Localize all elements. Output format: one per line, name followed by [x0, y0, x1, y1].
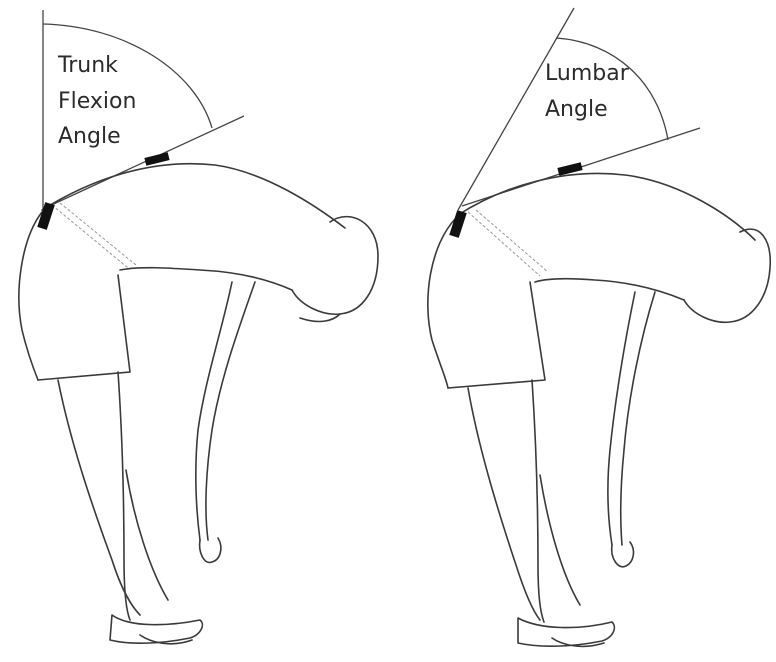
lumbar-angle-label: Lumbar Angle — [545, 61, 636, 122]
lumbar-angle-arc — [556, 38, 668, 140]
bending-figure-left — [19, 164, 378, 644]
trunk-flexion-label: Trunk Flexion Angle — [57, 53, 143, 149]
panel-lumbar-angle: Lumbar Angle — [428, 8, 770, 646]
lumbar-lower-sensor — [449, 210, 467, 238]
thoracic-sensor — [144, 152, 169, 166]
bending-figure-right — [428, 173, 770, 646]
panel-trunk-flexion: Trunk Flexion Angle — [19, 10, 378, 644]
